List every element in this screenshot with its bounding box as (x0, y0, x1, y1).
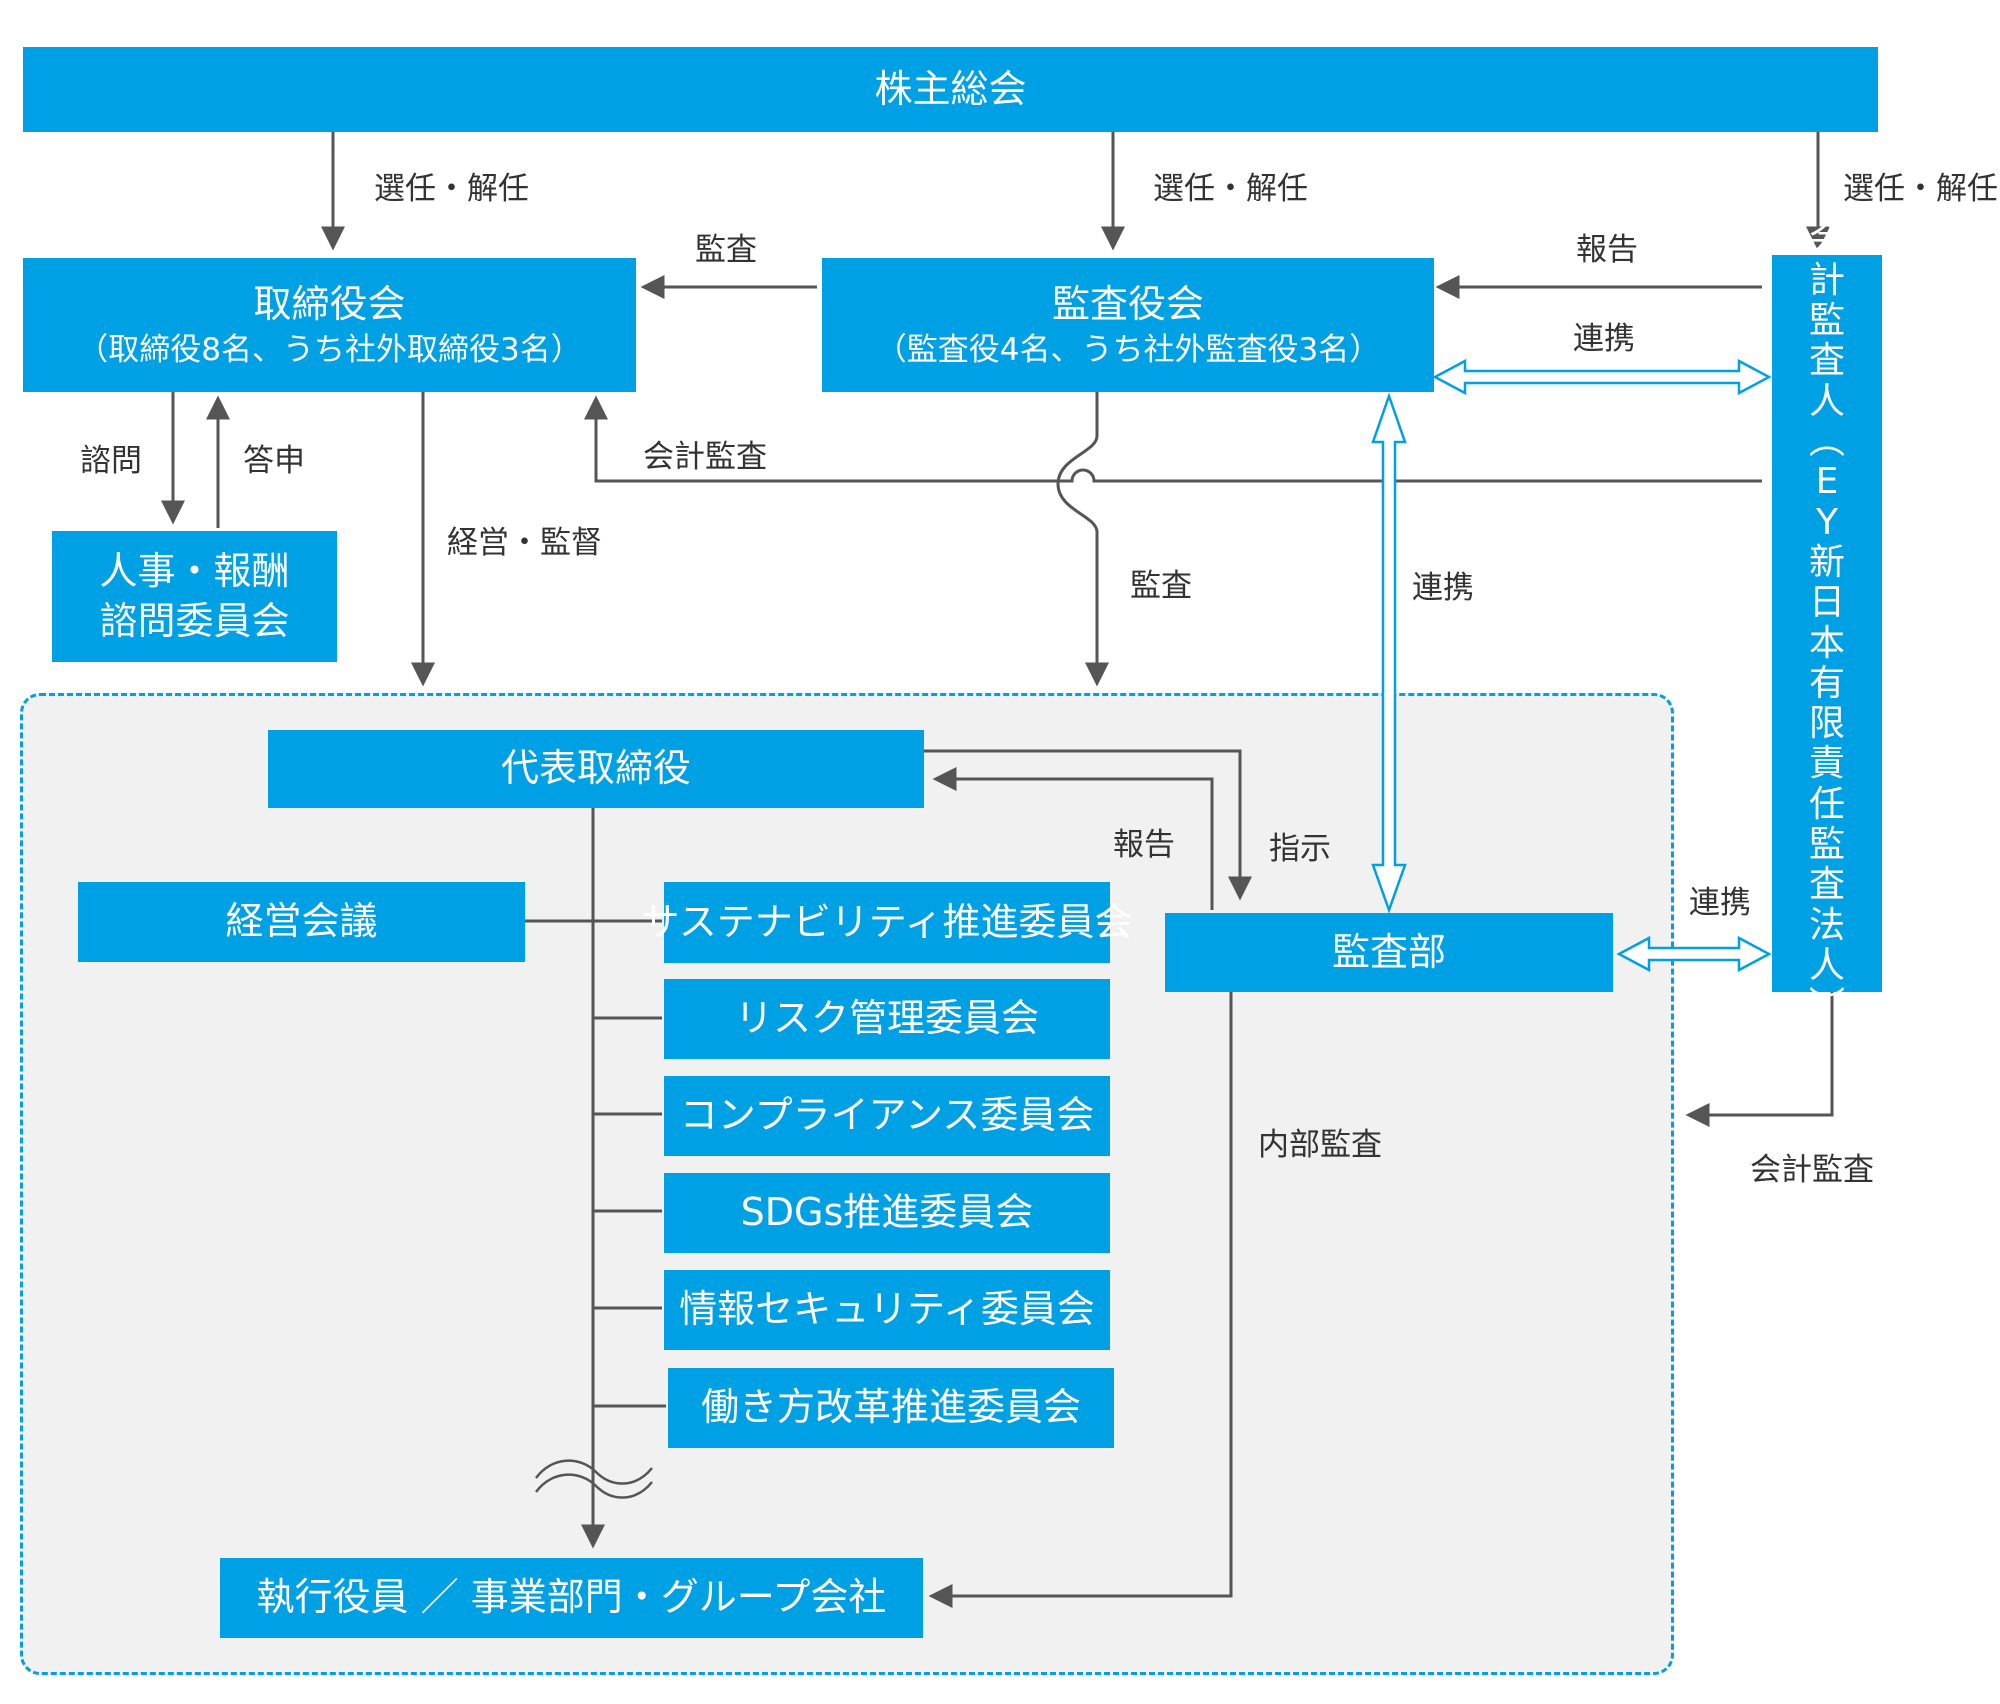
committee-risk-label: リスク管理委員会 (734, 996, 1039, 1041)
hr-committee-line1: 人事・報酬 (99, 549, 290, 594)
label-internal-audit: 内部監査 (1258, 1127, 1382, 1163)
representative-box: 代表取締役 (268, 730, 924, 808)
shareholders-label: 株主総会 (874, 66, 1027, 111)
committee-compliance-label: コンプライアンス委員会 (679, 1093, 1095, 1138)
arrow-audit-down (1056, 392, 1109, 687)
board-title: 取締役会 (253, 282, 406, 327)
management-meeting-box: 経営会議 (78, 882, 525, 962)
board-box: 取締役会 （取締役8名、うち社外取締役3名） (23, 258, 636, 392)
arrow-instruct (922, 749, 1252, 901)
hr-committee-line2: 諮問委員会 (99, 598, 290, 643)
audit-board-title: 監査役会 (1051, 282, 1204, 327)
shareholders-box: 株主総会 (23, 47, 1878, 132)
committee-workstyle-box: 働き方改革推進委員会 (668, 1368, 1114, 1448)
label-link-accounting-dept: 連携 (1689, 885, 1751, 921)
audit-dept-label: 監査部 (1331, 929, 1446, 974)
label-report-to-audit: 報告 (1576, 232, 1638, 268)
committee-risk-box: リスク管理委員会 (664, 979, 1110, 1059)
committee-security-box: 情報セキュリティ委員会 (664, 1270, 1110, 1350)
label-instruct: 指示 (1269, 831, 1331, 867)
management-meeting-label: 経営会議 (225, 899, 378, 944)
executives-box: 執行役員 ／ 事業部門・グループ会社 (220, 1558, 923, 1638)
label-appoint-audit: 選任・解任 (1153, 171, 1308, 207)
arrow-internal-audit (928, 992, 1233, 1608)
label-report-to-rep: 報告 (1113, 827, 1175, 863)
arrow-accounting-audit-board (584, 395, 1762, 483)
link-arrow-accounting-dept (1616, 935, 1772, 973)
link-arrow-auditors (1432, 358, 1772, 396)
committee-sustainability-box: サステナビリティ推進委員会 (642, 882, 1132, 963)
audit-board-subtitle: （監査役4名、うち社外監査役3名） (875, 331, 1381, 368)
label-appoint-accounting: 選任・解任 (1843, 171, 1998, 207)
break-mark (534, 1459, 653, 1485)
break-mark-2 (534, 1473, 653, 1499)
label-audit-down: 監査 (1130, 568, 1192, 604)
committee-workstyle-label: 働き方改革推進委員会 (700, 1385, 1081, 1430)
label-link-auditors: 連携 (1573, 321, 1635, 357)
executives-label: 執行役員 ／ 事業部門・グループ会社 (256, 1575, 887, 1620)
arrow-report-to-rep (932, 767, 1214, 910)
label-answer: 答申 (243, 443, 305, 479)
link-arrow-audit-dept (1371, 392, 1407, 914)
label-appoint-board: 選任・解任 (374, 171, 529, 207)
arrow-accounting-audit-exec (1685, 992, 1834, 1127)
committee-sdgs-box: SDGs推進委員会 (664, 1173, 1110, 1253)
label-accounting-audit-exec: 会計監査 (1750, 1152, 1874, 1188)
label-consult: 諮問 (80, 443, 142, 479)
audit-board-box: 監査役会 （監査役4名、うち社外監査役3名） (822, 258, 1434, 392)
committee-sustainability-label: サステナビリティ推進委員会 (641, 899, 1133, 944)
hr-committee-box: 人事・報酬 諮問委員会 (52, 531, 337, 662)
label-accounting-audit-board: 会計監査 (643, 439, 767, 475)
committee-security-label: 情報セキュリティ委員会 (679, 1287, 1095, 1332)
representative-label: 代表取締役 (500, 746, 691, 791)
committee-compliance-box: コンプライアンス委員会 (664, 1076, 1110, 1156)
label-link-audit-dept: 連携 (1412, 570, 1474, 606)
label-management-supervision: 経営・監督 (447, 525, 602, 561)
audit-dept-box: 監査部 (1165, 913, 1613, 992)
label-audit-to-board: 監査 (695, 232, 757, 268)
committee-sdgs-label: SDGs推進委員会 (740, 1190, 1034, 1235)
board-subtitle: （取締役8名、うち社外取締役3名） (77, 331, 582, 368)
